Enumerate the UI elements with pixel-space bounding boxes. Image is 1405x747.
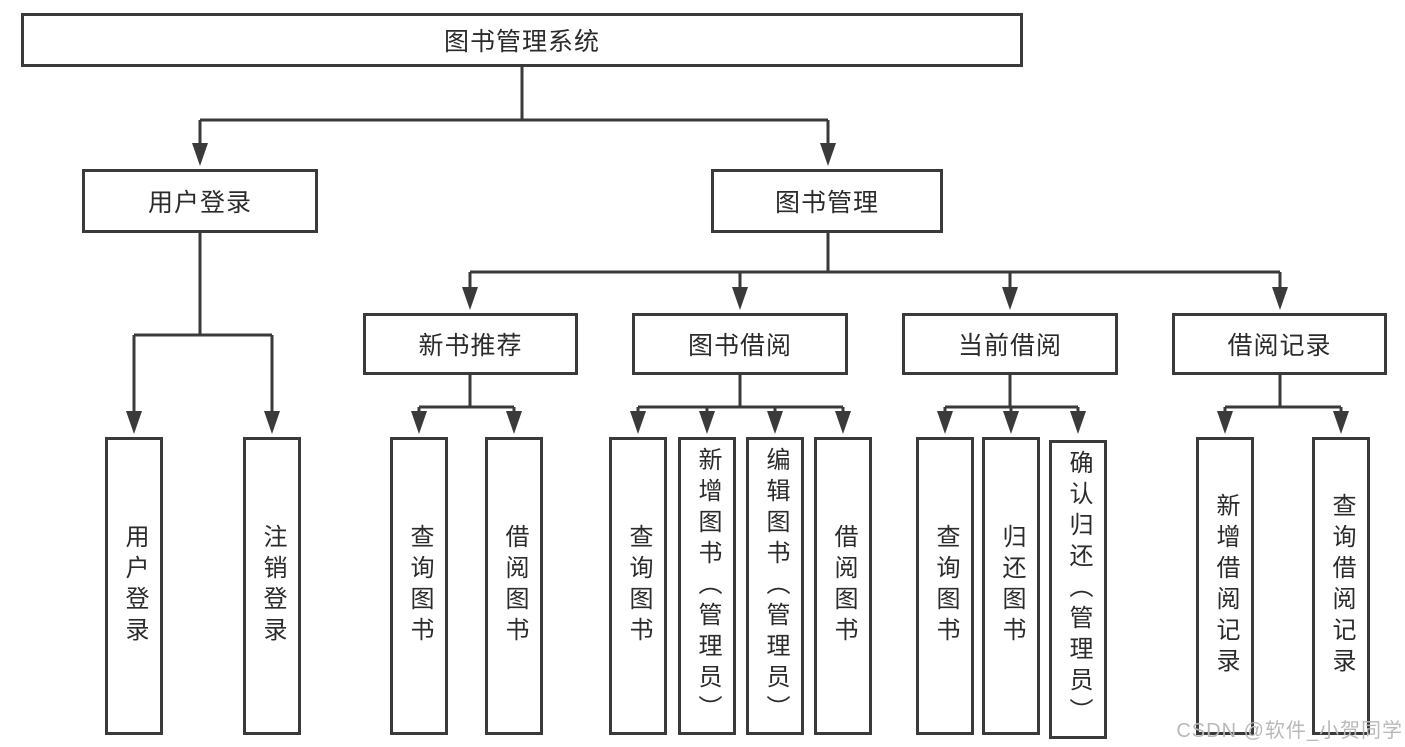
node-label: 新增借阅记录	[1212, 493, 1239, 679]
leaf-add-book-admin: 新增图书（管理员）	[678, 437, 736, 735]
leaf-borrow-books: 借阅图书	[814, 437, 872, 735]
node-label: 查询图书	[406, 524, 433, 648]
node-current-borrowing: 当前借阅	[902, 313, 1118, 375]
node-label: 确认归还（管理员）	[1065, 450, 1092, 729]
node-label: 借阅记录	[1227, 332, 1332, 360]
node-label: 用户登录	[121, 524, 148, 648]
node-label: 用户登录	[147, 189, 252, 217]
node-label: 图书借阅	[687, 332, 792, 360]
leaf-confirm-return-admin: 确认归还（管理员）	[1049, 440, 1107, 739]
csdn-watermark: CSDN @软件_小贺同学	[1176, 720, 1403, 742]
node-label: 借阅图书	[830, 524, 857, 648]
node-label: 新书推荐	[418, 332, 523, 360]
leaf-user-login: 用户登录	[105, 437, 163, 735]
node-label: 借阅图书	[501, 524, 528, 648]
node-user-login: 用户登录	[82, 169, 318, 233]
leaf-add-borrow-record: 新增借阅记录	[1196, 437, 1254, 735]
node-label: 归还图书	[998, 524, 1025, 648]
leaf-edit-book-admin: 编辑图书（管理员）	[746, 437, 804, 735]
node-label: 查询图书	[625, 524, 652, 648]
node-label: 查询图书	[932, 524, 959, 648]
leaf-borrow-books-recommend: 借阅图书	[485, 437, 543, 735]
node-label: 注销登录	[259, 524, 286, 648]
leaf-query-books-recommend: 查询图书	[390, 437, 448, 735]
node-label: 图书管理系统	[443, 28, 600, 56]
node-label: 查询借阅记录	[1328, 493, 1355, 679]
node-label: 编辑图书（管理员）	[762, 446, 789, 726]
node-book-borrowing: 图书借阅	[632, 313, 848, 375]
node-label: 新增图书（管理员）	[694, 446, 721, 726]
node-borrowing-records: 借阅记录	[1172, 313, 1387, 375]
node-new-book-recommendation: 新书推荐	[363, 313, 578, 375]
leaf-return-books: 归还图书	[982, 437, 1040, 735]
node-label: 图书管理	[774, 189, 879, 217]
leaf-query-borrow-record: 查询借阅记录	[1312, 437, 1370, 735]
leaf-logout: 注销登录	[243, 437, 301, 735]
leaf-query-books-current: 查询图书	[916, 437, 974, 735]
node-label: 当前借阅	[957, 332, 1062, 360]
node-library-management-system: 图书管理系统	[21, 13, 1023, 67]
node-book-management: 图书管理	[711, 169, 943, 233]
leaf-query-books-borrow: 查询图书	[609, 437, 667, 735]
